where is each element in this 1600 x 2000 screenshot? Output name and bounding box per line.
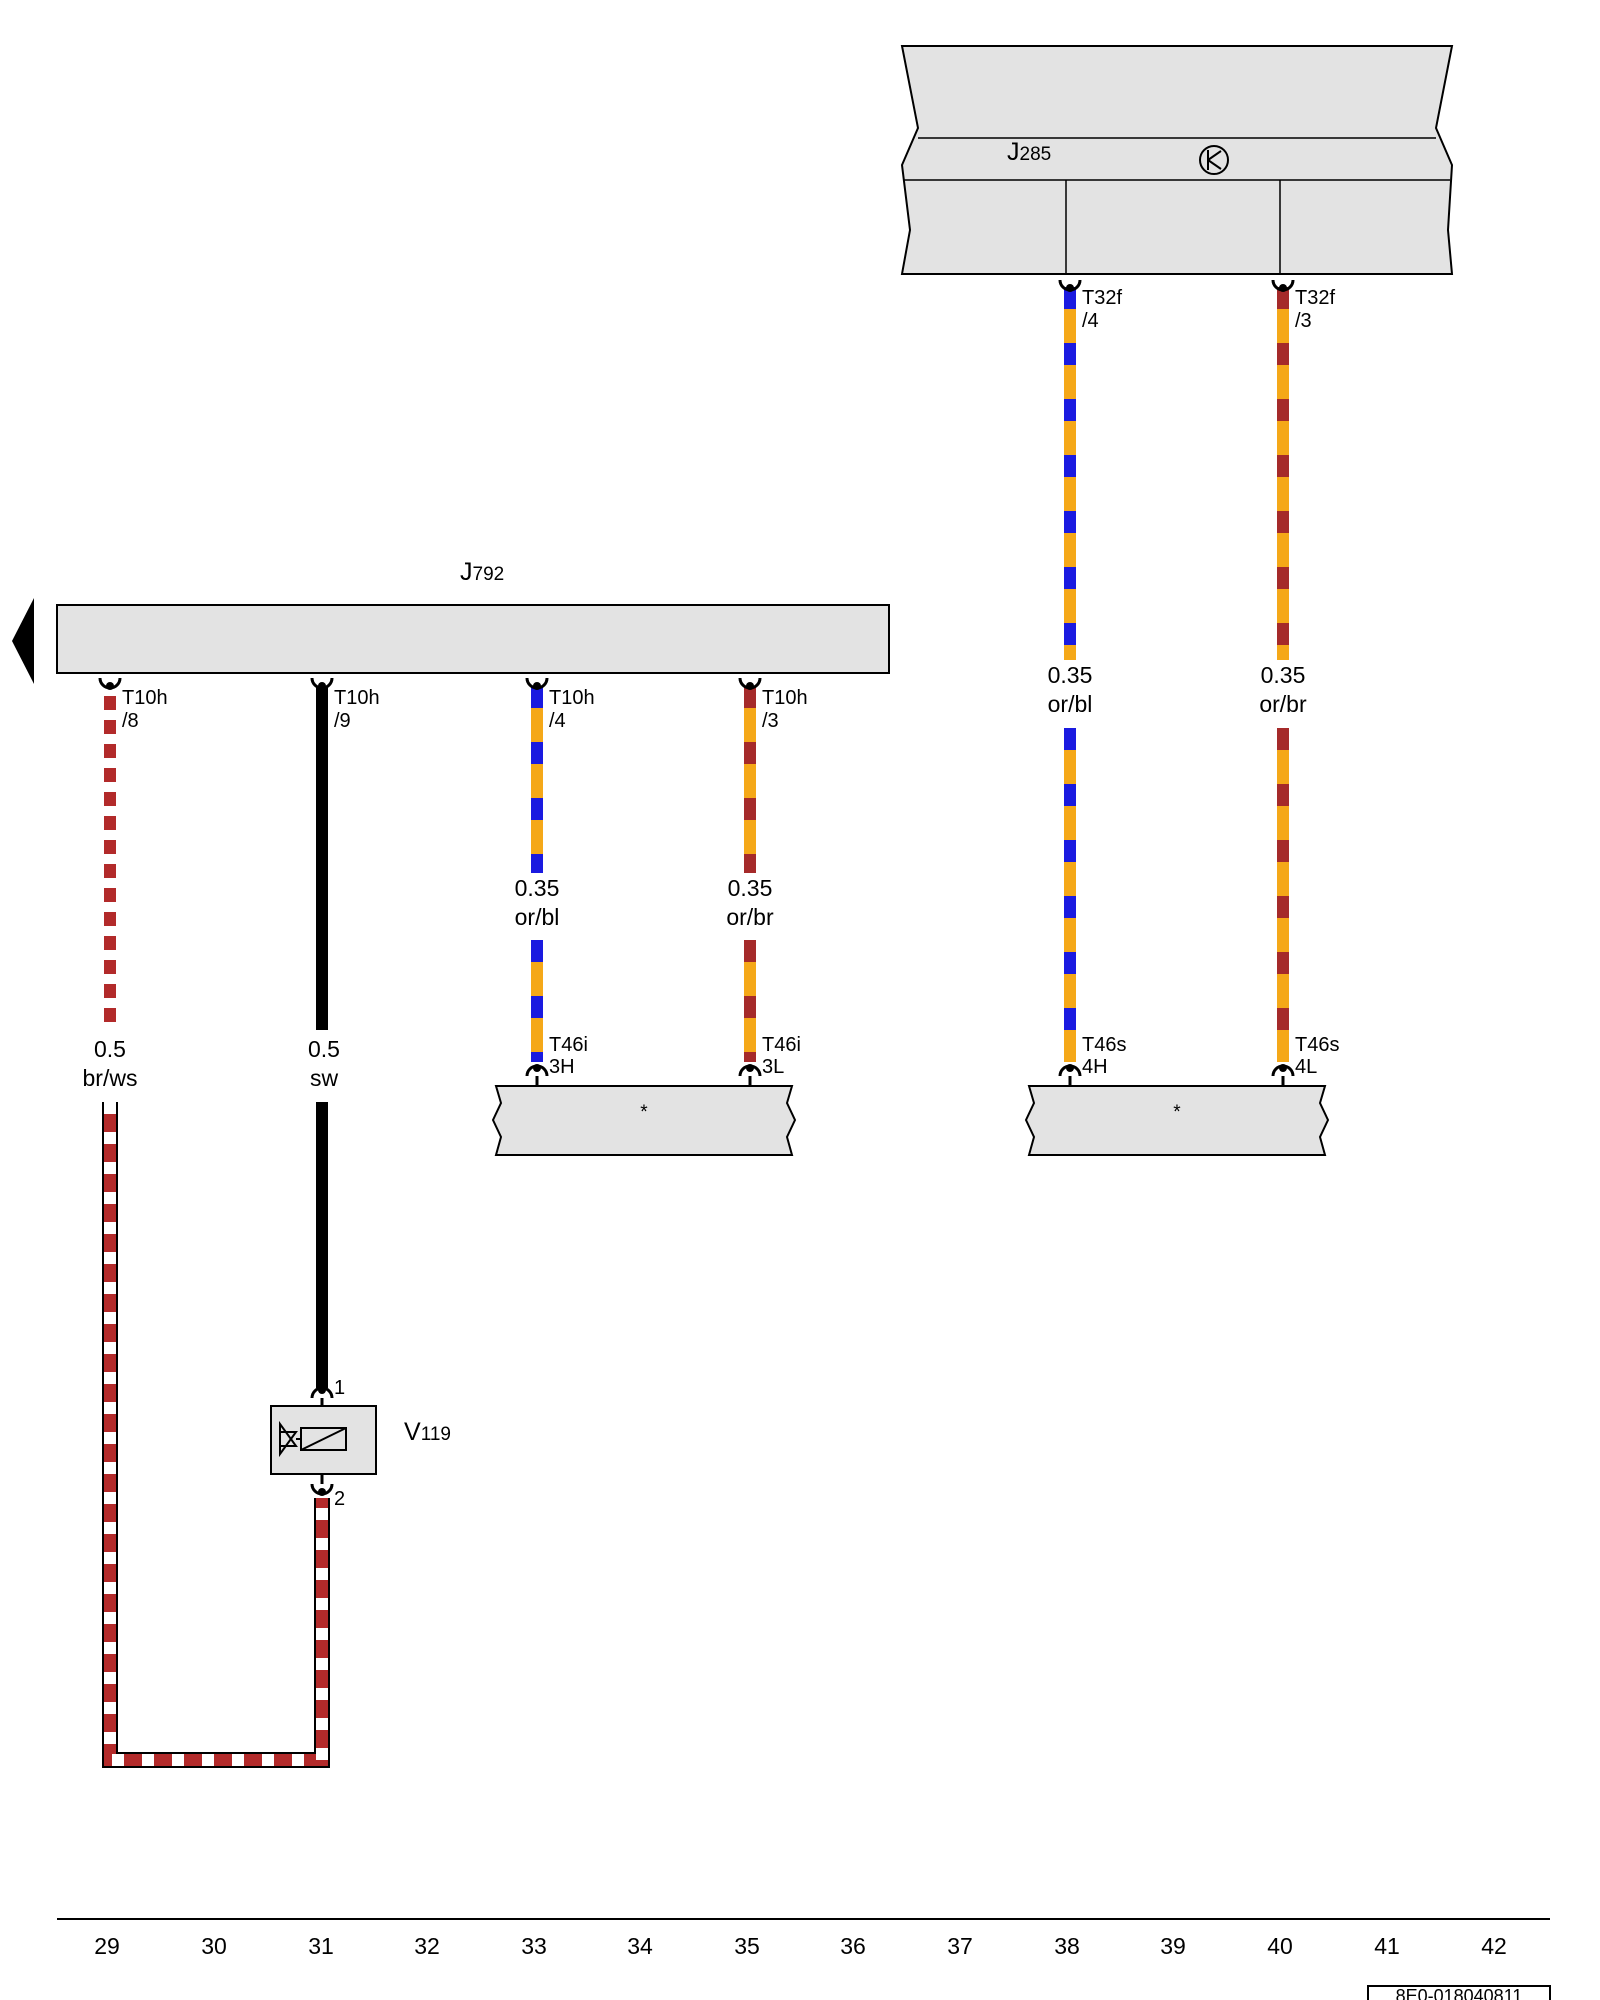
svg-text:4L: 4L bbox=[1295, 1056, 1317, 1078]
svg-text:*: * bbox=[640, 1102, 648, 1123]
v119-label: V119 bbox=[404, 1418, 451, 1446]
svg-text:/9: /9 bbox=[334, 710, 351, 732]
current-path-numbers: 29 30 31 32 33 34 35 36 37 38 39 40 41 4… bbox=[94, 1933, 1507, 1959]
svg-text:/8: /8 bbox=[122, 710, 139, 732]
path-number: 32 bbox=[414, 1933, 440, 1959]
connector-t10h-8[interactable]: T10h /8 bbox=[98, 677, 168, 732]
svg-text:0.35: 0.35 bbox=[1261, 662, 1306, 688]
svg-text:*: * bbox=[1173, 1102, 1181, 1123]
svg-text:3L: 3L bbox=[762, 1056, 784, 1078]
control-unit-j285[interactable]: J285 bbox=[900, 45, 1454, 275]
path-number: 33 bbox=[521, 1933, 547, 1959]
connector-t46s-4l[interactable]: T46s 4L bbox=[1271, 1034, 1339, 1086]
svg-text:T10h: T10h bbox=[334, 687, 380, 709]
diagram-id-box: 8E0-018040811 bbox=[1367, 1985, 1551, 2000]
connector-t10h-9[interactable]: T10h /9 bbox=[310, 677, 380, 732]
svg-text:sw: sw bbox=[310, 1065, 339, 1091]
actuator-v119[interactable]: 1 2 V119 bbox=[270, 1377, 451, 1510]
path-number: 34 bbox=[627, 1933, 653, 1959]
svg-text:4H: 4H bbox=[1082, 1056, 1108, 1078]
svg-text:0.35: 0.35 bbox=[728, 875, 773, 901]
unit-b[interactable]: * bbox=[1024, 1085, 1330, 1156]
svg-text:0.35: 0.35 bbox=[515, 875, 560, 901]
path-number: 42 bbox=[1481, 1933, 1507, 1959]
svg-text:0.5: 0.5 bbox=[308, 1036, 340, 1062]
connector-t10h-4[interactable]: T10h /4 bbox=[525, 677, 595, 732]
path-number: 39 bbox=[1160, 1933, 1186, 1959]
connector-t46i-3l[interactable]: T46i 3L bbox=[738, 1034, 801, 1086]
svg-text:T32f: T32f bbox=[1295, 287, 1335, 309]
wire-w6[interactable]: 0.35 or/br bbox=[1259, 287, 1307, 1062]
path-number: 29 bbox=[94, 1933, 120, 1959]
svg-text:/3: /3 bbox=[762, 710, 779, 732]
path-number: 38 bbox=[1054, 1933, 1080, 1959]
path-number: 37 bbox=[947, 1933, 973, 1959]
connector-v119-pin2: 2 bbox=[310, 1474, 345, 1510]
svg-text:br/ws: br/ws bbox=[83, 1065, 138, 1091]
svg-text:/3: /3 bbox=[1295, 310, 1312, 332]
svg-text:T46i: T46i bbox=[762, 1034, 801, 1056]
svg-text:T46s: T46s bbox=[1082, 1034, 1126, 1056]
svg-text:T32f: T32f bbox=[1082, 287, 1122, 309]
svg-text:T46s: T46s bbox=[1295, 1034, 1339, 1056]
wire-w2[interactable]: 0.5 sw bbox=[308, 686, 340, 1388]
connector-t46i-3h[interactable]: T46i 3H bbox=[525, 1034, 588, 1086]
path-number: 41 bbox=[1374, 1933, 1400, 1959]
svg-text:2: 2 bbox=[334, 1488, 345, 1510]
svg-text:/4: /4 bbox=[549, 710, 566, 732]
svg-text:0.35: 0.35 bbox=[1048, 662, 1093, 688]
wire-w5[interactable]: 0.35 or/bl bbox=[1048, 287, 1093, 1062]
svg-text:or/bl: or/bl bbox=[515, 904, 560, 930]
svg-text:T10h: T10h bbox=[549, 687, 595, 709]
path-number: 40 bbox=[1267, 1933, 1293, 1959]
j285-label: J285 bbox=[1007, 138, 1051, 166]
connector-t46s-4h[interactable]: T46s 4H bbox=[1058, 1034, 1126, 1086]
control-unit-j792[interactable]: J792 bbox=[12, 558, 890, 684]
wire-w4[interactable]: 0.35 or/br bbox=[726, 686, 774, 1062]
svg-text:1: 1 bbox=[334, 1377, 345, 1399]
transistor-icon bbox=[1199, 145, 1229, 175]
wire-w3[interactable]: 0.35 or/bl bbox=[515, 686, 560, 1062]
solenoid-valve-icon bbox=[279, 1420, 347, 1458]
svg-text:T46i: T46i bbox=[549, 1034, 588, 1056]
continuation-arrow-icon bbox=[12, 598, 34, 684]
connector-t32f-3[interactable]: T32f /3 bbox=[1271, 279, 1335, 332]
path-number: 35 bbox=[734, 1933, 760, 1959]
svg-text:or/br: or/br bbox=[1259, 691, 1307, 717]
j792-label: J792 bbox=[460, 558, 504, 586]
connector-t32f-4[interactable]: T32f /4 bbox=[1058, 279, 1122, 332]
svg-text:T10h: T10h bbox=[762, 687, 808, 709]
unit-a[interactable]: * bbox=[491, 1085, 797, 1156]
svg-text:/4: /4 bbox=[1082, 310, 1099, 332]
path-number: 30 bbox=[201, 1933, 227, 1959]
path-number: 31 bbox=[308, 1933, 334, 1959]
connector-v119-pin1: 1 bbox=[310, 1377, 345, 1406]
svg-text:0.5: 0.5 bbox=[94, 1036, 126, 1062]
svg-text:8E0-018040811: 8E0-018040811 bbox=[1396, 1986, 1523, 2000]
svg-text:or/br: or/br bbox=[726, 904, 774, 930]
path-number: 36 bbox=[840, 1933, 866, 1959]
svg-text:or/bl: or/bl bbox=[1048, 691, 1093, 717]
wire-w1[interactable]: 0.5 br/ws bbox=[83, 686, 330, 1768]
connector-t10h-3[interactable]: T10h /3 bbox=[738, 677, 808, 732]
svg-text:3H: 3H bbox=[549, 1056, 575, 1078]
svg-text:T10h: T10h bbox=[122, 687, 168, 709]
